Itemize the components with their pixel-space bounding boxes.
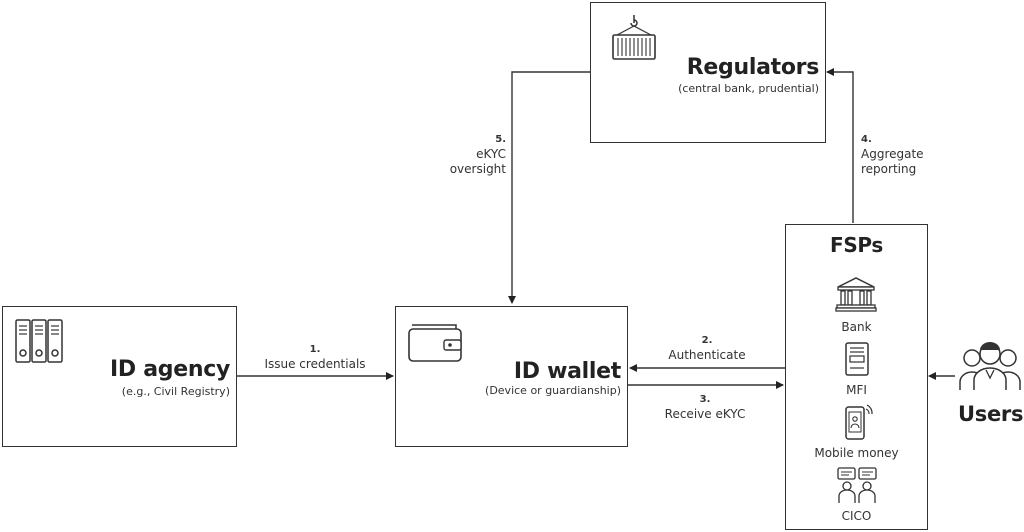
flow-5-line1: eKYC <box>476 147 506 161</box>
fsp-item-bank-label: Bank <box>841 320 872 334</box>
id-agency-subtitle: (e.g., Civil Registry) <box>121 385 230 398</box>
id-wallet-box: ID wallet (Device or guardianship) <box>395 306 628 447</box>
mobile-phone-icon <box>845 404 873 440</box>
fsps-title: FSPs <box>829 233 884 257</box>
flow-3-label: 3. Receive eKYC <box>630 392 780 422</box>
id-wallet-subtitle: (Device or guardianship) <box>485 384 621 397</box>
flow-2-number: 2. <box>701 335 713 346</box>
fsps-box: FSPs Bank MFI Mobile money <box>785 224 928 530</box>
users-title: Users <box>958 402 1024 426</box>
users-group-icon <box>959 342 1021 390</box>
flow-4-line1: Aggregate <box>861 147 924 161</box>
flow-5-line2: oversight <box>449 162 506 176</box>
file-binders-icon <box>15 319 63 363</box>
flow-1-label: 1. Issue credentials <box>240 342 390 372</box>
document-icon <box>845 342 869 376</box>
flow-4-number: 4. <box>861 134 872 145</box>
agents-chat-icon <box>837 467 877 503</box>
id-agency-title: ID agency <box>110 357 230 382</box>
flow-1-text: Issue credentials <box>264 357 366 371</box>
regulators-title: Regulators <box>686 55 820 80</box>
arrow-aggregate-reporting <box>826 68 854 223</box>
flow-4-line2: reporting <box>861 162 917 176</box>
flow-4-label: 4. Aggregate reporting <box>861 132 924 177</box>
bank-icon <box>835 277 877 312</box>
flow-5-number: 5. <box>495 134 506 145</box>
flow-5-label: 5. eKYC oversight <box>430 132 506 177</box>
shipping-container-icon <box>612 15 656 60</box>
flow-2-label: 2. Authenticate <box>632 333 782 363</box>
wallet-icon <box>408 324 462 362</box>
flow-2-text: Authenticate <box>668 348 746 362</box>
flow-1-number: 1. <box>309 344 321 355</box>
fsp-item-mobile-money-label: Mobile money <box>814 446 899 460</box>
fsp-item-cico-label: CICO <box>841 509 872 523</box>
id-wallet-title: ID wallet <box>513 359 621 384</box>
regulators-subtitle: (central bank, prudential) <box>678 82 819 95</box>
flow-3-number: 3. <box>699 394 711 405</box>
flow-3-text: Receive eKYC <box>664 407 746 421</box>
regulators-box: Regulators (central bank, prudential) <box>590 2 826 143</box>
arrow-ekyc-oversight <box>508 71 590 304</box>
fsp-item-mfi-label: MFI <box>846 383 867 397</box>
id-agency-box: ID agency (e.g., Civil Registry) <box>2 306 237 447</box>
